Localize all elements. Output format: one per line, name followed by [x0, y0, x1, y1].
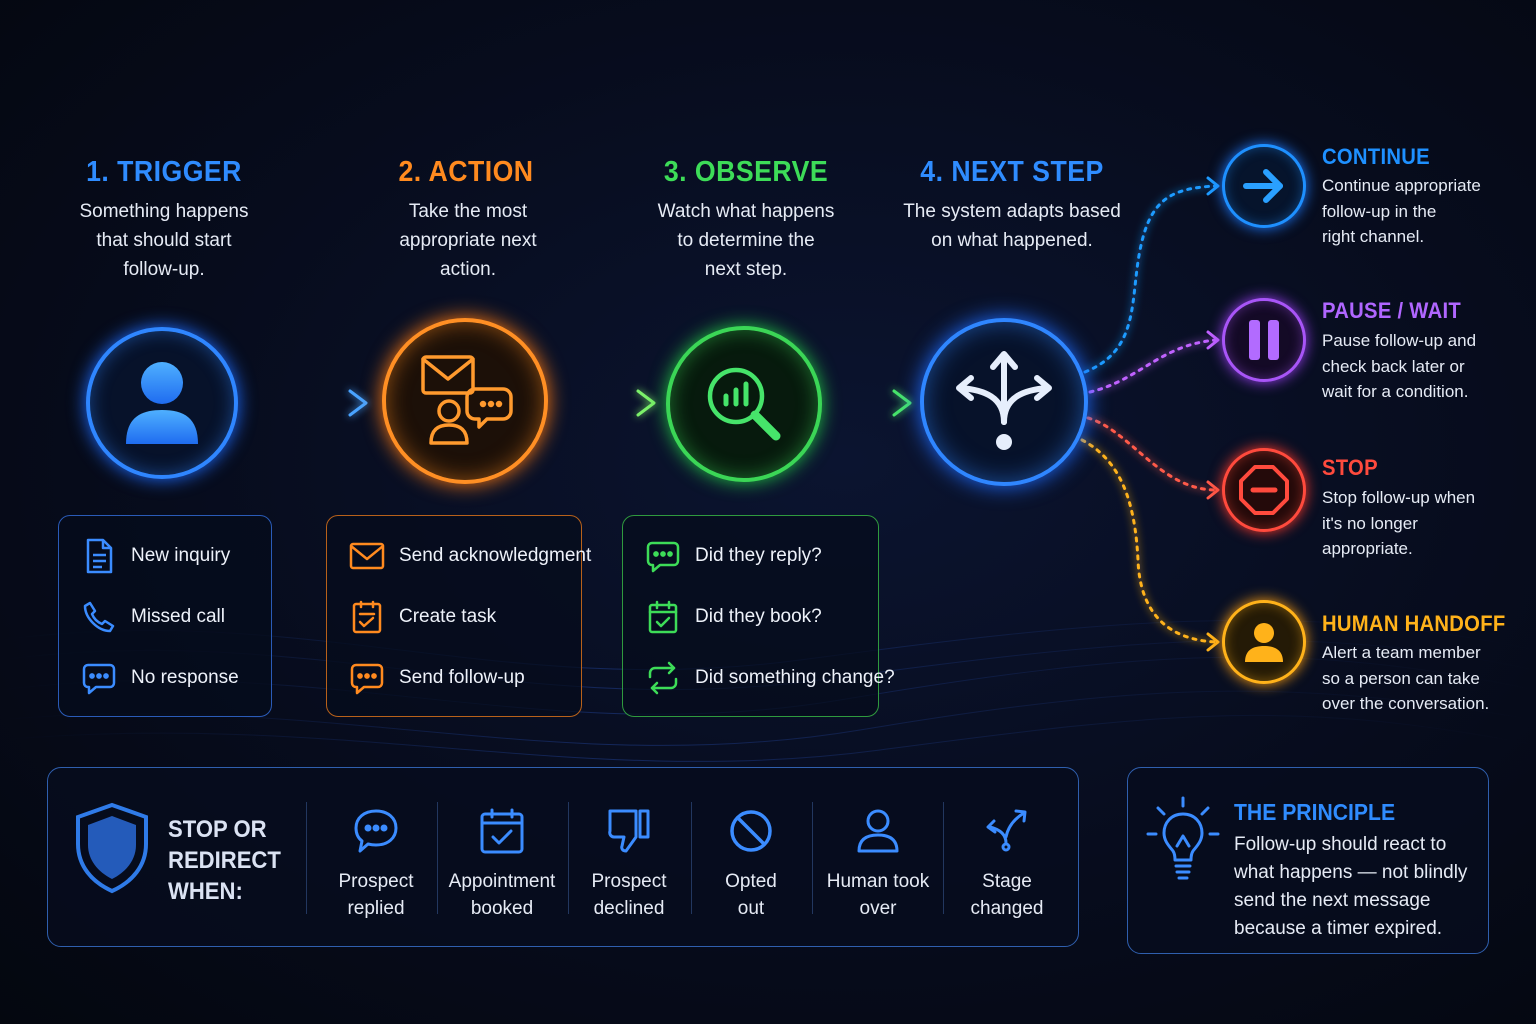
step-title-next-step: 4. NEXT STEP [920, 156, 1104, 188]
outcome-title-pause: PAUSE / WAIT [1322, 298, 1462, 323]
redirect-conditions-panel [47, 767, 1079, 947]
observe-circle [666, 326, 822, 482]
chat-bubble-icon [81, 660, 117, 696]
arrow-right-icon [1243, 169, 1283, 203]
branch-arrows-icon [956, 351, 1052, 450]
list-item-label: Create task [399, 606, 497, 627]
step-title-observe: 3. OBSERVE [663, 156, 829, 188]
phone-icon [81, 599, 117, 635]
list-item: Send follow-up [349, 658, 525, 698]
list-item: Did they reply? [645, 536, 822, 576]
human-handoff-circle [1222, 600, 1306, 684]
user-icon [126, 362, 198, 444]
refresh-arrows-icon [645, 660, 681, 696]
shield-icon [76, 802, 148, 894]
stop-circle [1222, 448, 1306, 532]
trigger-circle [86, 327, 238, 479]
list-item: Missed call [81, 597, 225, 637]
outcome-title-continue: CONTINUE [1322, 144, 1430, 169]
pause-icon [1249, 320, 1279, 360]
outcome-title-human-handoff: HUMAN HANDOFF [1322, 611, 1506, 636]
outcome-title-stop: STOP [1322, 455, 1378, 480]
list-item: No response [81, 658, 239, 698]
envelope-icon [349, 538, 385, 574]
chat-bubble-icon [645, 538, 681, 574]
thumbs-down-icon [608, 809, 650, 853]
step-title-trigger: 1. TRIGGER [86, 156, 242, 188]
calendar-check-icon [645, 599, 681, 635]
action-card: Send acknowledgment Create task Send fol… [326, 515, 591, 717]
prohibited-icon [730, 810, 772, 852]
branch-arrows-icon [986, 809, 1027, 852]
next-step-circle [920, 318, 1088, 486]
list-item-label: Missed call [131, 606, 225, 627]
continue-circle [1222, 144, 1306, 228]
list-item-label: Send acknowledgment [399, 545, 592, 566]
lightbulb-icon [1146, 796, 1220, 880]
divider [691, 802, 692, 914]
list-item-label: No response [131, 667, 239, 688]
list-item-label: Send follow-up [399, 667, 525, 688]
pause-circle [1222, 298, 1306, 382]
action-circle [382, 318, 548, 484]
message-person-icon [421, 355, 513, 445]
step-title-action: 2. ACTION [398, 156, 534, 188]
list-item-label: Did they reply? [695, 545, 822, 566]
person-icon [857, 809, 899, 853]
chat-bubble-icon [349, 660, 385, 696]
list-item: Did they book? [645, 597, 822, 637]
list-item: Create task [349, 597, 496, 637]
list-item: New inquiry [81, 536, 230, 576]
document-icon [81, 538, 117, 574]
divider [437, 802, 438, 914]
divider [812, 802, 813, 914]
person-icon [1245, 623, 1283, 662]
calendar-check-icon [480, 808, 524, 854]
stop-sign-icon [1239, 465, 1289, 515]
trigger-card: New inquiry Missed call No response [58, 515, 272, 717]
divider [568, 802, 569, 914]
task-checklist-icon [349, 599, 385, 635]
principle-title: THE PRINCIPLE [1234, 799, 1396, 825]
list-item-label: Did they book? [695, 606, 822, 627]
divider [943, 802, 944, 914]
list-item: Did something change? [645, 658, 895, 698]
observe-card: Did they reply? Did they book? Did somet… [622, 515, 895, 717]
magnifier-chart-icon [707, 367, 781, 441]
list-item-label: Did something change? [695, 667, 895, 688]
divider [306, 802, 307, 914]
list-item: Send acknowledgment [349, 536, 591, 576]
chat-bubble-icon [354, 809, 398, 853]
list-item-label: New inquiry [131, 545, 231, 566]
